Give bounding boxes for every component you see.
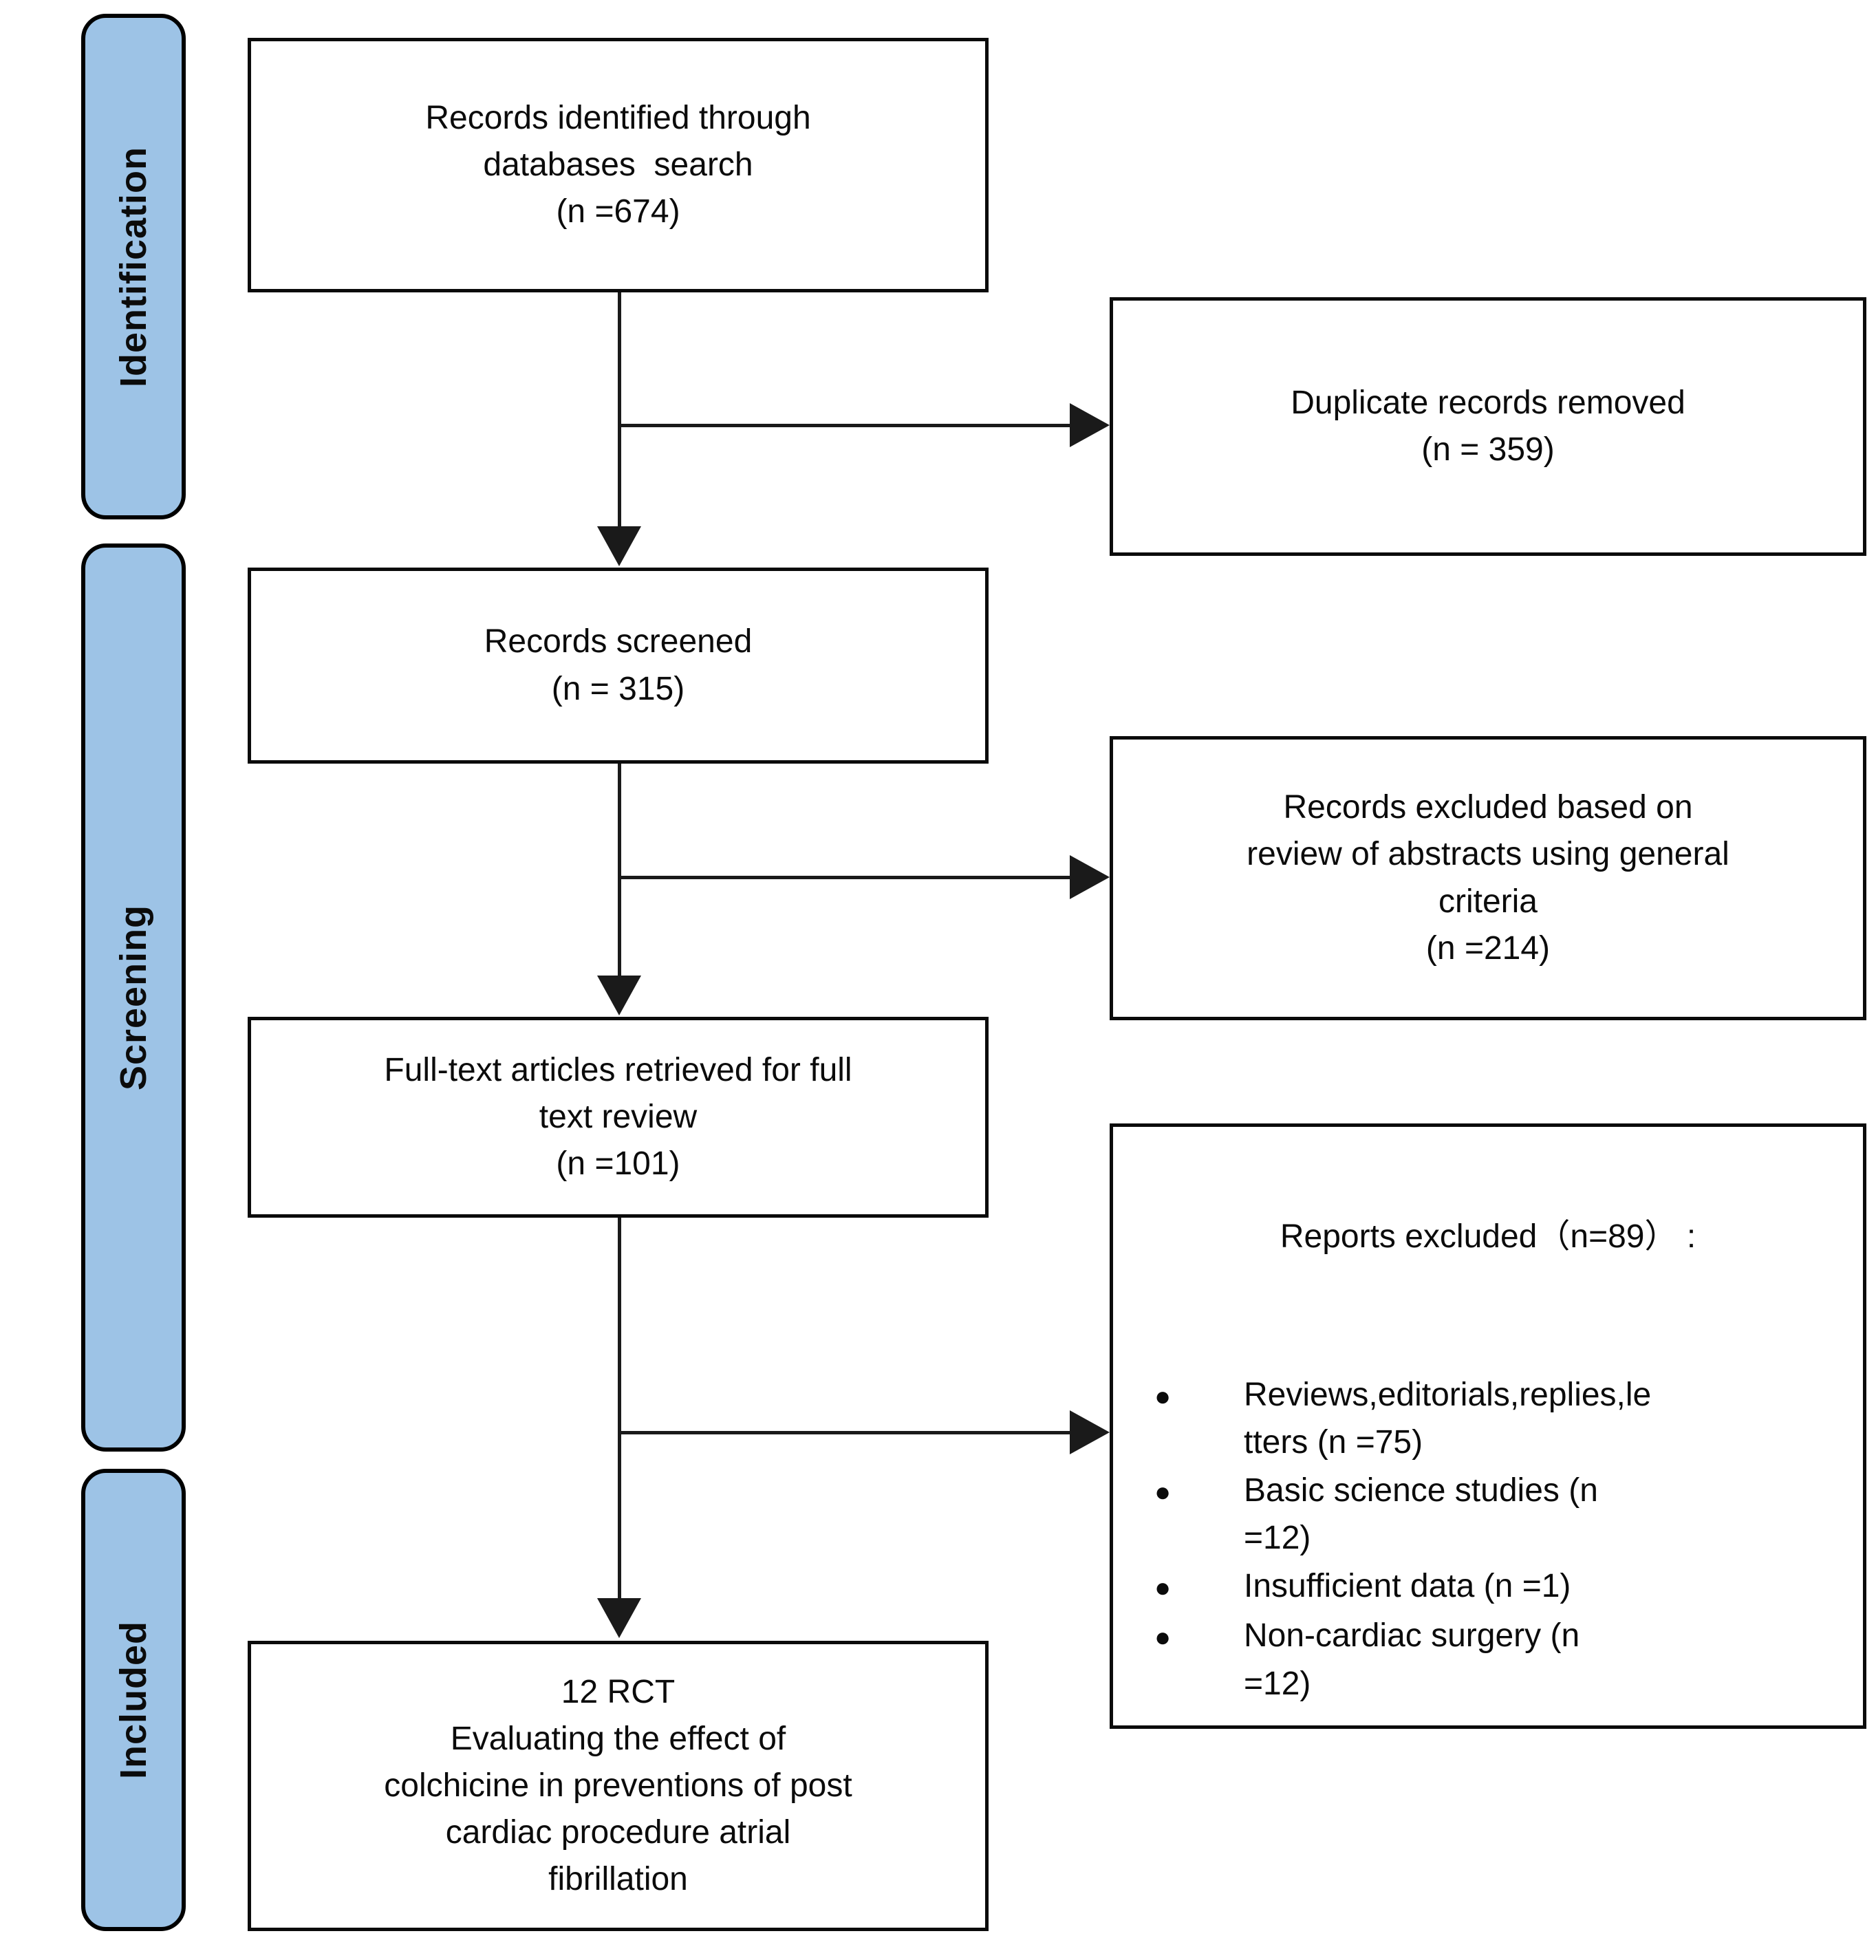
- bullet-icon: ●: [1154, 1381, 1172, 1412]
- stage-bar-identification: Identification: [81, 14, 186, 519]
- box-reports-excluded: Reports excluded（n=89） : ● Reviews,edito…: [1110, 1123, 1866, 1729]
- arrow-line-fulltext-to-reports-excluded: [618, 1431, 1073, 1434]
- stage-bar-screening: Screening: [81, 543, 186, 1452]
- arrowhead-screened-to-fulltext: [597, 976, 641, 1015]
- stage-bar-included: Included: [81, 1469, 186, 1931]
- box-records-excluded-abstracts: Records excluded based on review of abst…: [1110, 736, 1866, 1020]
- list-item-text: Reviews,editorials,replies,le tters (n =…: [1244, 1376, 1652, 1461]
- box-records-excluded-abstracts-text: Records excluded based on review of abst…: [1247, 789, 1729, 967]
- arrow-line-identified-to-screened: [618, 292, 621, 543]
- list-item: ● Basic science studies (n =12): [1154, 1467, 1835, 1562]
- box-fulltext-retrieved: Full-text articles retrieved for full te…: [248, 1017, 989, 1218]
- box-records-identified: Records identified through databases sea…: [248, 38, 989, 292]
- list-item-text: Basic science studies (n =12): [1244, 1472, 1598, 1557]
- arrow-line-fulltext-to-included: [618, 1218, 621, 1600]
- box-records-screened: Records screened (n = 315): [248, 568, 989, 764]
- arrowhead-fulltext-to-reports-excluded: [1070, 1410, 1110, 1454]
- arrowhead-fulltext-to-included: [597, 1598, 641, 1638]
- bullet-icon: ●: [1154, 1476, 1172, 1507]
- reports-excluded-list: ● Reviews,editorials,replies,le tters (n…: [1113, 1371, 1863, 1708]
- arrow-line-identified-to-duplicates: [618, 424, 1073, 427]
- arrowhead-identified-to-screened: [597, 526, 641, 566]
- arrow-line-screened-to-excluded: [618, 876, 1073, 879]
- list-item: ● Insufficient data (n =1): [1154, 1562, 1835, 1612]
- list-item: ● Reviews,editorials,replies,le tters (n…: [1154, 1371, 1835, 1467]
- box-duplicates-removed: Duplicate records removed (n = 359): [1110, 297, 1866, 556]
- arrowhead-screened-to-excluded: [1070, 855, 1110, 899]
- stage-label-identification: Identification: [113, 146, 154, 387]
- box-reports-excluded-title: Reports excluded（n=89） :: [1280, 1218, 1696, 1255]
- box-records-identified-text: Records identified through databases sea…: [425, 99, 811, 230]
- box-included-studies: 12 RCT Evaluating the effect of colchici…: [248, 1641, 989, 1931]
- list-item: ● Non-cardiac surgery (n =12): [1154, 1612, 1835, 1708]
- list-item-text: Non-cardiac surgery (n =12): [1244, 1617, 1580, 1702]
- bullet-icon: ●: [1154, 1572, 1172, 1603]
- box-included-studies-text: 12 RCT Evaluating the effect of colchici…: [384, 1673, 852, 1898]
- box-records-screened-text: Records screened (n = 315): [484, 623, 753, 707]
- stage-label-screening: Screening: [113, 904, 154, 1091]
- arrowhead-identified-to-duplicates: [1070, 403, 1110, 447]
- list-item-text: Insufficient data (n =1): [1244, 1567, 1571, 1604]
- box-duplicates-removed-text: Duplicate records removed (n = 359): [1291, 384, 1685, 468]
- stage-label-included: Included: [113, 1620, 155, 1780]
- bullet-icon: ●: [1154, 1622, 1172, 1652]
- box-fulltext-retrieved-text: Full-text articles retrieved for full te…: [384, 1051, 852, 1183]
